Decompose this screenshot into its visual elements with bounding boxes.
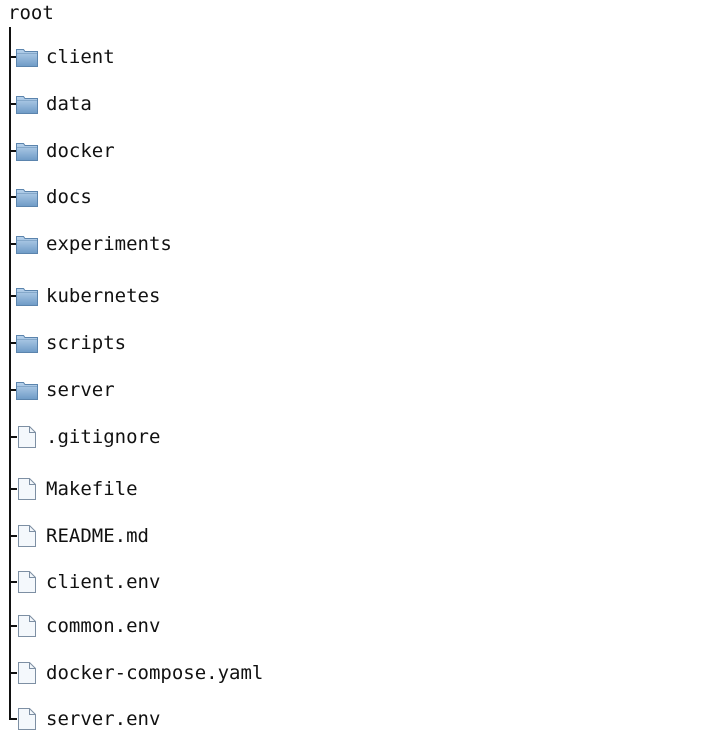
file-entry[interactable]: README.md [9, 524, 409, 548]
entry-name: README.md [46, 525, 149, 547]
entry-name: kubernetes [46, 285, 161, 307]
tree-branch-line [9, 389, 17, 391]
folder-entry[interactable]: client [9, 45, 409, 69]
tree-branch-line [9, 625, 17, 627]
entry-name: docker [46, 140, 115, 162]
tree-branch-line [9, 243, 17, 245]
folder-icon [15, 378, 39, 402]
entry-name: Makefile [46, 478, 138, 500]
folder-entry[interactable]: kubernetes [9, 284, 409, 308]
folder-icon [15, 45, 39, 69]
file-icon [15, 570, 39, 594]
entry-name: server [46, 379, 115, 401]
file-entry[interactable]: docker-compose.yaml [9, 661, 409, 685]
folder-icon [15, 331, 39, 355]
file-entry[interactable]: server.env [9, 707, 409, 731]
folder-entry[interactable]: scripts [9, 331, 409, 355]
tree-branch-line [9, 295, 17, 297]
tree-branch-line [9, 436, 17, 438]
entry-name: scripts [46, 332, 127, 354]
tree-branch-line [9, 56, 17, 58]
tree-branch-line [9, 196, 17, 198]
folder-icon [15, 92, 39, 116]
folder-icon [15, 139, 39, 163]
entry-name: docs [46, 186, 92, 208]
tree-branch-line [9, 103, 17, 105]
entry-name: common.env [46, 615, 161, 637]
tree-trunk-line [9, 27, 11, 720]
folder-icon [15, 232, 39, 256]
entry-name: experiments [46, 233, 172, 255]
tree-branch-line [9, 488, 17, 490]
file-icon [15, 661, 39, 685]
folder-icon [15, 185, 39, 209]
file-entry[interactable]: .gitignore [9, 425, 409, 449]
tree-branch-line [9, 718, 17, 720]
folder-entry[interactable]: experiments [9, 232, 409, 256]
tree-branch-line [9, 535, 17, 537]
entry-name: docker-compose.yaml [46, 662, 264, 684]
file-icon [15, 477, 39, 501]
tree-branch-line [9, 150, 17, 152]
file-icon [15, 524, 39, 548]
file-icon [15, 614, 39, 638]
file-entry[interactable]: client.env [9, 570, 409, 594]
folder-entry[interactable]: server [9, 378, 409, 402]
tree-root-label[interactable]: root [8, 2, 54, 24]
entry-name: client [46, 46, 115, 68]
entry-name: .gitignore [46, 426, 161, 448]
folder-entry[interactable]: docker [9, 139, 409, 163]
file-entry[interactable]: Makefile [9, 477, 409, 501]
tree-branch-line [9, 672, 17, 674]
tree-branch-line [9, 342, 17, 344]
folder-entry[interactable]: docs [9, 185, 409, 209]
file-icon [15, 707, 39, 731]
folder-entry[interactable]: data [9, 92, 409, 116]
folder-icon [15, 284, 39, 308]
file-entry[interactable]: common.env [9, 614, 409, 638]
tree-branch-line [9, 581, 17, 583]
entry-name: server.env [46, 708, 161, 730]
entry-name: client.env [46, 571, 161, 593]
file-icon [15, 425, 39, 449]
entry-name: data [46, 93, 92, 115]
